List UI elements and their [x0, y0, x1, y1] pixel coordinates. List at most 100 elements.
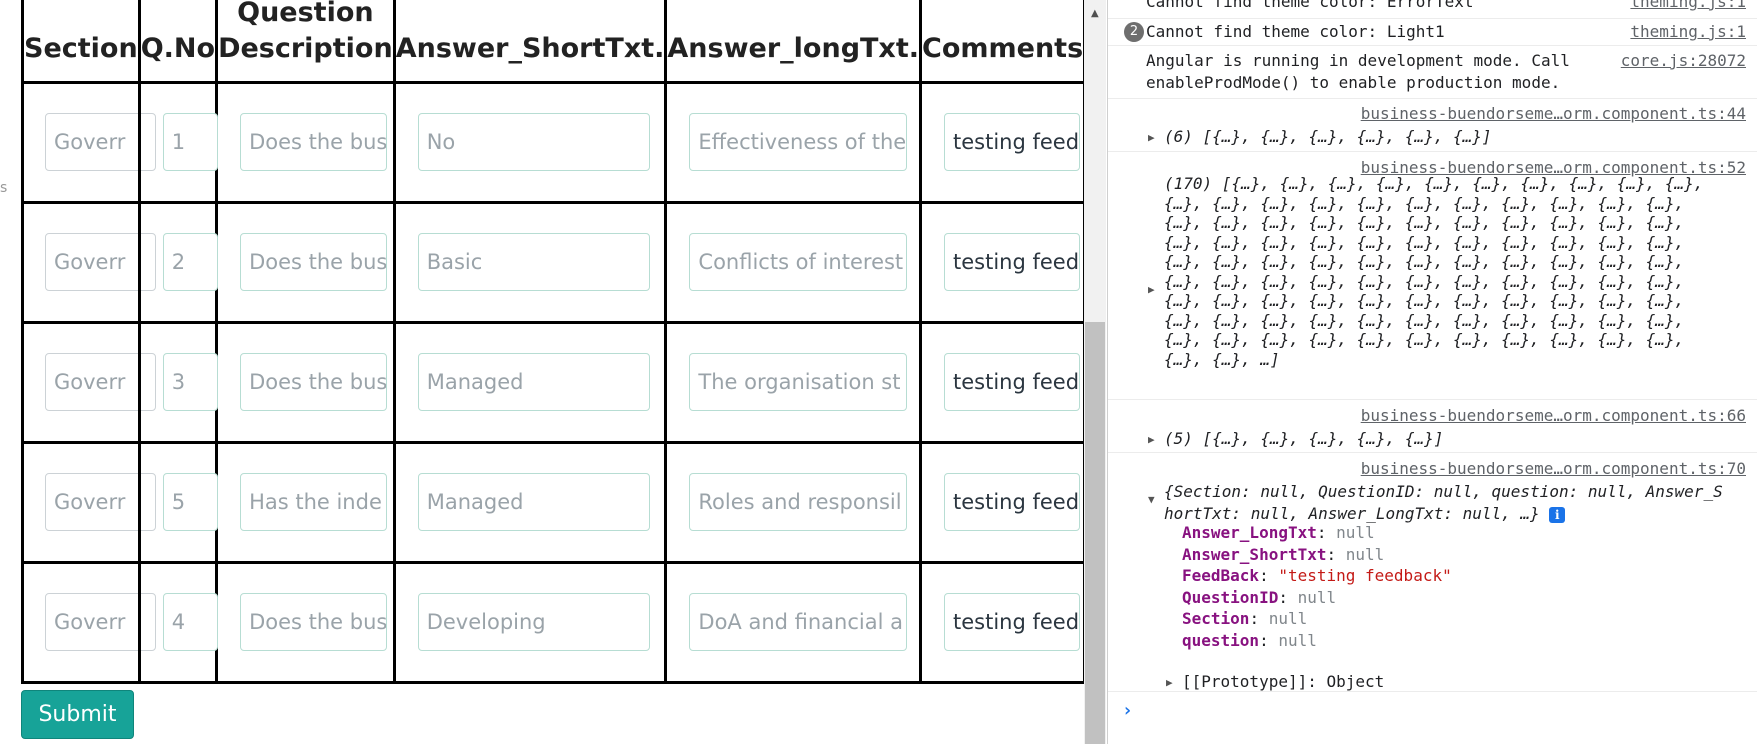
expand-triangle-icon[interactable]: ▶: [1148, 283, 1155, 296]
console-message: business-buendorseme…orm.component.ts:44…: [1108, 99, 1757, 152]
description-input[interactable]: Does the bus: [240, 353, 388, 411]
table-cell-section: Goverr: [21, 81, 156, 204]
header-short-answer: Answer_ShortTxt.: [392, 0, 668, 84]
qno-input[interactable]: 2: [162, 233, 218, 291]
expand-triangle-icon[interactable]: ▶: [1148, 433, 1155, 446]
console-source-link[interactable]: theming.js:1: [1630, 0, 1746, 11]
description-input[interactable]: Has the inde: [240, 473, 388, 531]
console-array-summary[interactable]: (5) [{…}, {…}, {…}, {…}, {…}]: [1164, 429, 1444, 448]
console-array-preview-line: {…}, {…}, {…}, {…}, {…}, {…}, {…}, {…}, …: [1164, 232, 1685, 252]
section-input[interactable]: Goverr: [45, 233, 156, 291]
console-message: 2 Cannot find theme color: Light1 themin…: [1108, 19, 1757, 46]
qno-input[interactable]: 3: [162, 353, 218, 411]
table-cell-section: Goverr: [21, 441, 156, 564]
long-answer-input[interactable]: Conflicts of interest: [689, 233, 908, 291]
property-value: null: [1278, 630, 1317, 650]
property-separator: :: [1316, 523, 1337, 542]
description-input[interactable]: Does the bus: [240, 593, 388, 651]
comments-input[interactable]: testing feedback: [944, 353, 1081, 411]
expand-triangle-icon[interactable]: ▶: [1166, 676, 1173, 689]
console-object-summary[interactable]: hortTxt: null, Answer_LongTxt: null, …} …: [1164, 504, 1566, 523]
header-comments: Comments: [919, 0, 1084, 84]
description-input[interactable]: Does the bus: [240, 113, 388, 171]
property-separator: :: [1278, 587, 1298, 607]
scroll-thumb[interactable]: [1085, 322, 1105, 744]
qno-input[interactable]: 1: [162, 113, 218, 171]
submit-button[interactable]: Submit: [21, 690, 134, 739]
expand-triangle-icon[interactable]: ▶: [1148, 131, 1155, 144]
console-source-link[interactable]: theming.js:1: [1630, 22, 1746, 41]
long-answer-input[interactable]: Effectiveness of the: [689, 113, 908, 171]
qno-input[interactable]: 4: [162, 593, 218, 651]
info-icon[interactable]: i: [1549, 506, 1566, 523]
short-answer-input[interactable]: No: [417, 113, 650, 171]
section-input[interactable]: Goverr: [45, 473, 156, 531]
console-message-text: Cannot find theme color: ErrorText: [1146, 0, 1474, 11]
description-input[interactable]: Does the bus: [240, 233, 388, 291]
console-array-preview-line: {…}, {…}, {…}, {…}, {…}, {…}, {…}, {…}, …: [1164, 291, 1685, 310]
header-description: Question Description: [215, 0, 396, 84]
table-cell-short: Basic: [392, 201, 668, 324]
console-source-link[interactable]: business-buendorseme…orm.component.ts:70: [1360, 459, 1746, 478]
prototype-row[interactable]: [[Prototype]]: Object: [1182, 672, 1385, 691]
left-edge-mark: s: [0, 180, 8, 196]
short-answer-input[interactable]: Basic: [417, 233, 650, 291]
header-qno: Q.No: [137, 0, 219, 84]
short-answer-input[interactable]: Managed: [417, 353, 650, 411]
property-key: Answer_LongTxt: [1182, 523, 1317, 542]
header-description-line1: Question: [237, 0, 374, 28]
console-array-preview-line: {…}, {…}, {…}, {…}, {…}, {…}, {…}, {…}, …: [1164, 252, 1685, 271]
comments-input[interactable]: testing feedback: [944, 473, 1081, 531]
section-input[interactable]: Goverr: [45, 353, 156, 411]
table-cell-section: Goverr: [21, 561, 156, 684]
console-object-summary[interactable]: {Section: null, QuestionID: null, questi…: [1164, 482, 1723, 501]
header-description-line2: Description: [218, 33, 393, 64]
section-input[interactable]: Goverr: [45, 593, 156, 651]
table-cell-description: Has the inde: [215, 441, 396, 564]
short-answer-input[interactable]: Developing: [417, 593, 650, 651]
console-source-link[interactable]: business-buendorseme…orm.component.ts:44: [1360, 104, 1746, 123]
table-cell-short: Managed: [392, 321, 668, 444]
table-cell-section: Goverr: [21, 201, 156, 324]
scroll-up-arrow-icon[interactable]: ▲: [1091, 8, 1099, 19]
long-answer-input[interactable]: DoA and financial a: [689, 593, 908, 651]
long-answer-input[interactable]: The organisation st: [689, 353, 908, 411]
property-value: null: [1297, 587, 1337, 607]
console-prompt-icon[interactable]: ›: [1122, 700, 1133, 721]
table-cell-comments: testing feedback: [919, 81, 1084, 204]
table-cell-qno: 2: [137, 201, 219, 324]
comments-input[interactable]: testing feedback: [944, 113, 1081, 171]
property-value: null: [1336, 523, 1375, 542]
comments-input[interactable]: testing feedback: [944, 593, 1081, 651]
header-long-answer: Answer_longTxt.: [664, 0, 923, 84]
table-cell-long: Roles and responsil: [664, 441, 923, 564]
console-message: Angular is running in development mode. …: [1108, 46, 1757, 99]
table-cell-description: Does the bus: [215, 561, 396, 684]
long-answer-input[interactable]: Roles and responsil: [689, 473, 908, 531]
comments-input[interactable]: testing feedback: [944, 233, 1081, 291]
table-cell-comments: testing feedback: [919, 561, 1084, 684]
table-cell-qno: 1: [137, 81, 219, 204]
property-separator: :: [1326, 544, 1346, 564]
console-array-preview-line: {…}, {…}, {…}, {…}, {…}, {…}, {…}, {…}, …: [1164, 330, 1685, 349]
console-array-summary[interactable]: (6) [{…}, {…}, {…}, {…}, {…}, {…}]: [1164, 127, 1492, 146]
table-cell-comments: testing feedback: [919, 201, 1084, 324]
property-separator: :: [1259, 566, 1279, 585]
console-source-link[interactable]: business-buendorseme…orm.component.ts:52: [1360, 158, 1746, 177]
qno-input[interactable]: 5: [162, 473, 218, 531]
table-cell-qno: 4: [137, 561, 219, 684]
devtools-console: Cannot find theme color: ErrorText themi…: [1107, 0, 1757, 744]
property-value: null: [1345, 544, 1385, 564]
section-input[interactable]: Goverr: [45, 113, 156, 171]
property-key: question: [1182, 630, 1260, 650]
console-source-link[interactable]: business-buendorseme…orm.component.ts:66: [1360, 406, 1746, 425]
short-answer-input[interactable]: Managed: [417, 473, 650, 531]
table-header-row: Section Q.No Question Description Answer…: [21, 0, 1084, 84]
collapse-triangle-icon[interactable]: ▼: [1148, 493, 1155, 506]
object-property-row: Section: null: [1182, 609, 1307, 628]
console-source-link[interactable]: core.js:28072: [1620, 51, 1746, 70]
table-cell-long: Effectiveness of the: [664, 81, 923, 204]
